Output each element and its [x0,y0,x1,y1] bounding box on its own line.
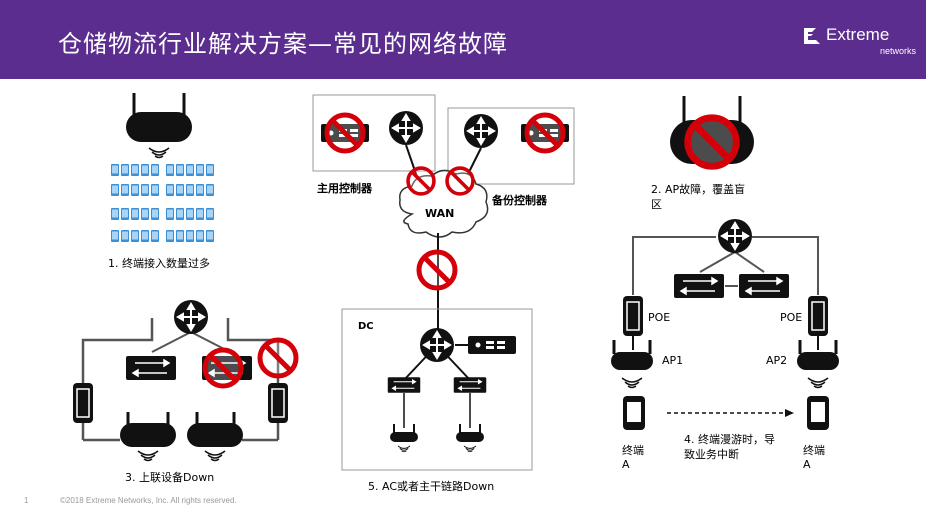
fault-4-label-line2: 致业务中断 [684,448,739,461]
extreme-logo: Extreme networks [802,25,916,58]
poe-injector-icon [622,295,644,337]
fault-1-label: 1. 终端接入数量过多 [108,257,210,270]
roaming-arrow-icon [785,409,794,417]
fault-4-label-line1: 4. 终端漫游时，导 [684,433,775,446]
page-title: 仓储物流行业解决方案—常见的网络故障 [58,30,508,58]
terminal-grid-icon [111,164,214,242]
fault-no-sign-icon [445,166,475,196]
header-bar: 仓储物流行业解决方案—常见的网络故障 Extreme networks [0,0,926,79]
terminal-a-icon [623,396,645,430]
ap2-label: AP2 [766,354,788,367]
section-ap-failure [670,96,754,166]
backup-controller-label: 备份控制器 [492,194,547,207]
page-number: 1 [24,496,29,505]
poe-injector-icon [807,295,829,337]
fault-2-label-line2: 区 [651,198,662,211]
terminal-a-icon [807,396,829,430]
section-too-many-terminals [111,93,214,242]
section-controllers-wan [312,94,575,330]
router-icon [717,218,753,254]
network-diagram [72,93,839,471]
access-point-icon [390,424,418,453]
ap2-icon [797,352,839,370]
ap1-label: AP1 [662,354,684,367]
terminal-right-label: 终端 [803,444,825,457]
router-icon [388,110,424,146]
router-icon [173,299,209,335]
section-dc [341,308,533,471]
fault-no-sign-icon [205,350,241,386]
switch-icon [738,273,790,299]
fault-no-sign-icon [527,115,563,151]
terminal-right-id: A [803,458,811,471]
poe-right-label: POE [780,311,803,324]
router-icon [463,113,499,149]
fault-no-sign-icon [327,115,363,151]
fault-2-label-line1: 2. AP故障，覆盖盲 [651,183,746,196]
poe-injector-icon [72,382,94,424]
poe-injector-icon [267,382,289,424]
access-point-icon [187,423,243,447]
switch-icon [387,376,421,394]
copyright-text: ©2018 Extreme Networks, Inc. All rights … [60,496,237,505]
fault-no-sign-icon [260,340,296,376]
access-point-icon [120,423,176,447]
wan-label: WAN [425,207,455,220]
ap1-icon [611,352,653,370]
section-uplink-down [72,299,296,462]
fault-no-sign-icon [688,118,737,167]
access-point-icon [456,424,484,453]
terminal-left-id: A [622,458,630,471]
controller-icon [468,336,516,354]
logo-word: Extreme [826,25,890,44]
core-router-icon [419,327,455,363]
fault-no-sign-icon [419,252,455,288]
poe-left-label: POE [648,311,671,324]
dc-label: DC [358,321,374,332]
logo-sub: networks [880,46,917,56]
terminal-left-label: 终端 [622,444,644,457]
section-roaming [611,218,839,430]
fault-3-label: 3. 上联设备Down [125,471,215,484]
fault-5-label: 5. AC或者主干链路Down [368,480,495,493]
main-controller-label: 主用控制器 [317,182,372,195]
fault-no-sign-icon [406,166,436,196]
switch-icon [453,376,487,394]
switch-icon [673,273,725,299]
switch-icon [125,355,177,381]
access-point-icon [126,112,192,142]
extreme-logo-icon [804,28,820,44]
